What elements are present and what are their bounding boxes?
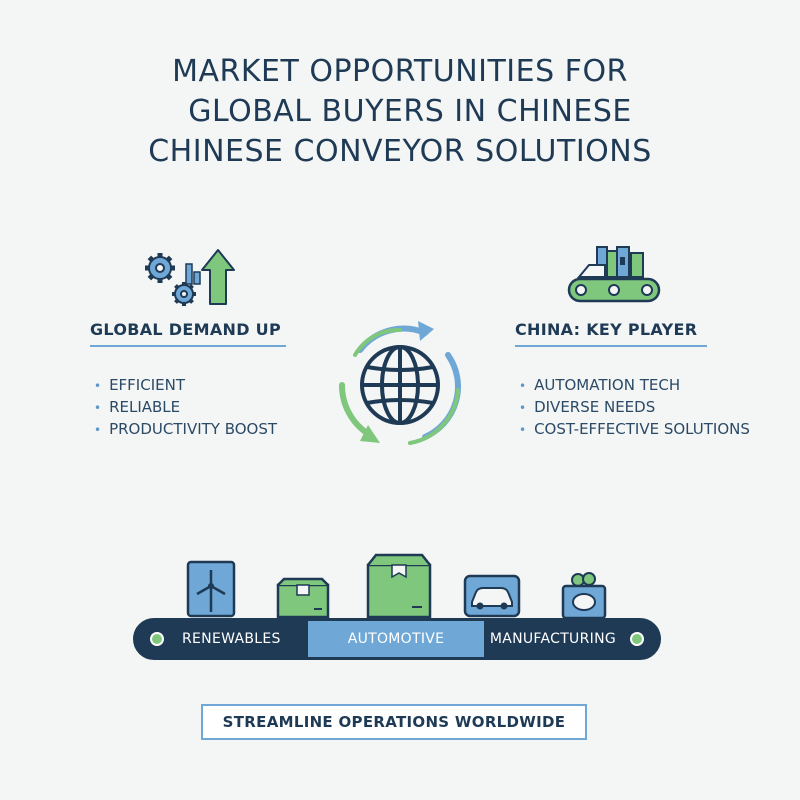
bullet-dot-icon: • bbox=[94, 379, 102, 393]
segment-automotive: AUTOMOTIVE bbox=[308, 621, 484, 657]
global-demand-heading: GLOBAL DEMAND UP bbox=[90, 320, 286, 347]
china-key-player-list: •AUTOMATION TECH •DIVERSE NEEDS •COST-EF… bbox=[519, 375, 750, 441]
title-line-3: CHINESE CONVEYOR SOLUTIONS bbox=[148, 134, 652, 169]
great-wall-conveyor-icon bbox=[565, 243, 665, 312]
bullet-dot-icon: • bbox=[519, 423, 527, 437]
title-line-2: GLOBAL BUYERS IN CHINESE bbox=[168, 94, 632, 129]
bullet-dot-icon: • bbox=[94, 401, 102, 415]
list-item: •DIVERSE NEEDS bbox=[519, 398, 656, 416]
food-basket-icon bbox=[561, 570, 607, 624]
car-icon bbox=[463, 574, 521, 622]
china-key-player-heading: CHINA: KEY PLAYER bbox=[515, 320, 707, 347]
large-box-icon bbox=[366, 553, 432, 623]
list-item: •COST-EFFECTIVE SOLUTIONS bbox=[519, 420, 750, 438]
page-title: MARKET OPPORTUNITIES FOR GLOBAL BUYERS I… bbox=[0, 52, 800, 172]
gears-arrow-icon bbox=[140, 240, 240, 314]
bullet-dot-icon: • bbox=[519, 379, 527, 393]
title-line-1: MARKET OPPORTUNITIES FOR bbox=[172, 54, 628, 89]
roller-icon bbox=[630, 632, 644, 646]
segment-manufacturing: MANUFACTURING bbox=[484, 621, 658, 657]
globe-cycle-icon bbox=[330, 315, 470, 459]
streamline-operations-banner: STREAMLINE OPERATIONS WORLDWIDE bbox=[201, 704, 587, 740]
list-item: •PRODUCTIVITY BOOST bbox=[94, 420, 278, 438]
list-item: •RELIABLE bbox=[94, 398, 181, 416]
industry-conveyor-belt: RENEWABLES AUTOMOTIVE MANUFACTURING bbox=[133, 618, 661, 660]
small-box-icon bbox=[276, 577, 330, 623]
list-item: •EFFICIENT bbox=[94, 376, 185, 394]
roller-icon bbox=[150, 632, 164, 646]
list-item: •AUTOMATION TECH bbox=[519, 376, 681, 394]
segment-renewables: RENEWABLES bbox=[136, 621, 308, 657]
bullet-dot-icon: • bbox=[94, 423, 102, 437]
bullet-dot-icon: • bbox=[519, 401, 527, 415]
global-demand-list: •EFFICIENT •RELIABLE •PRODUCTIVITY BOOST bbox=[94, 375, 277, 441]
wind-turbine-icon bbox=[186, 560, 236, 622]
